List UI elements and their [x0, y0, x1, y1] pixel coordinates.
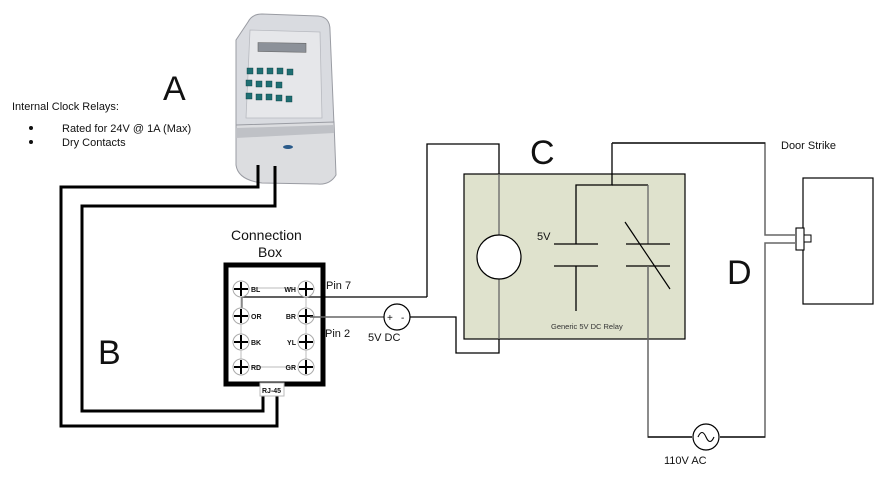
svg-text:+: + [387, 313, 393, 324]
terminal-screw-icon [297, 307, 315, 325]
door-strike-icon [795, 177, 874, 305]
clock-relays-bullet: Rated for 24V @ 1A (Max) [62, 123, 191, 135]
section-label-d: D [727, 254, 752, 292]
ac-source-icon [692, 423, 720, 451]
terminal-screw-icon [232, 307, 250, 325]
time-clock-device [235, 13, 337, 185]
terminal-label: YL [287, 340, 297, 347]
relay-name: Generic 5V DC Relay [551, 322, 623, 331]
terminal-label: WH [284, 287, 296, 294]
terminal-screw-icon [232, 358, 250, 376]
terminal-label: BR [286, 314, 296, 321]
pin-7-label: Pin 7 [326, 280, 351, 292]
door-strike-label: Door Strike [781, 140, 836, 152]
terminal-label: BK [251, 340, 261, 347]
rj45-connector [259, 382, 285, 397]
terminal-label: GR [286, 365, 297, 372]
section-label-b: B [98, 334, 121, 372]
terminal-screw-icon [297, 358, 315, 376]
cable-b [59, 165, 279, 428]
relay-contacts-icon [554, 143, 671, 311]
rj45-label: RJ-45 [262, 388, 281, 395]
terminal-screw-icon [232, 280, 250, 298]
bullet-icon [29, 140, 33, 144]
terminal-screw-icon [297, 333, 315, 351]
clock-keypad [245, 67, 294, 103]
load-wires [612, 142, 795, 438]
connection-box-title: Box [258, 244, 282, 260]
terminal-screw-icon [297, 280, 315, 298]
svg-text:-: - [401, 313, 404, 324]
clock-logo [283, 145, 293, 149]
pin-2-label: Pin 2 [325, 328, 350, 340]
terminal-label: OR [251, 314, 262, 321]
bullet-icon [29, 126, 33, 130]
relay-coil-voltage: 5V [537, 231, 551, 243]
clock-relays-heading: Internal Clock Relays: [12, 101, 119, 113]
terminal-screw-icon [232, 333, 250, 351]
clock-display [257, 42, 307, 53]
terminal-label: RD [251, 365, 261, 372]
dc-source-label: 5V DC [368, 332, 400, 344]
terminal-label: BL [251, 287, 261, 294]
connection-box-title: Connection [231, 227, 302, 243]
dc-source-icon: + - [383, 303, 411, 331]
section-label-a: A [163, 70, 186, 108]
relay-coil-icon [476, 174, 522, 339]
clock-relays-bullet: Dry Contacts [62, 137, 126, 149]
ac-source-label: 110V AC [664, 455, 707, 467]
section-label-c: C [530, 134, 555, 172]
